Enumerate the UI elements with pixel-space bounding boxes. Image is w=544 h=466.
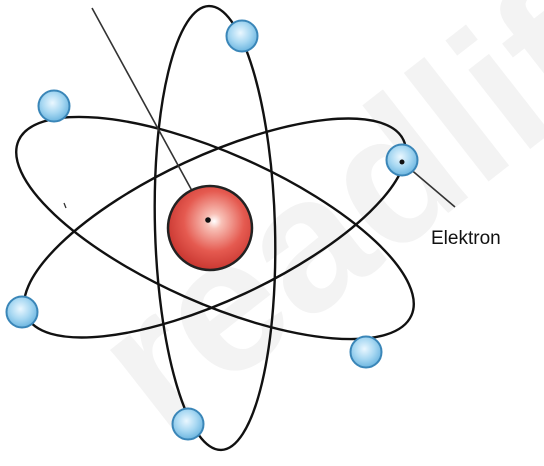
nucleus bbox=[168, 186, 252, 270]
electron-pointer-dot bbox=[400, 160, 405, 165]
electron-upper-left bbox=[39, 91, 70, 122]
electron-left bbox=[7, 297, 38, 328]
electron-bottom bbox=[173, 409, 204, 440]
nucleus-pointer-line bbox=[92, 8, 208, 220]
electron-label: Elektron bbox=[431, 227, 501, 251]
electron-lower-right bbox=[351, 337, 382, 368]
electron-top bbox=[227, 21, 258, 52]
orbit-tick bbox=[64, 203, 66, 208]
nucleus-center-dot bbox=[205, 217, 211, 223]
